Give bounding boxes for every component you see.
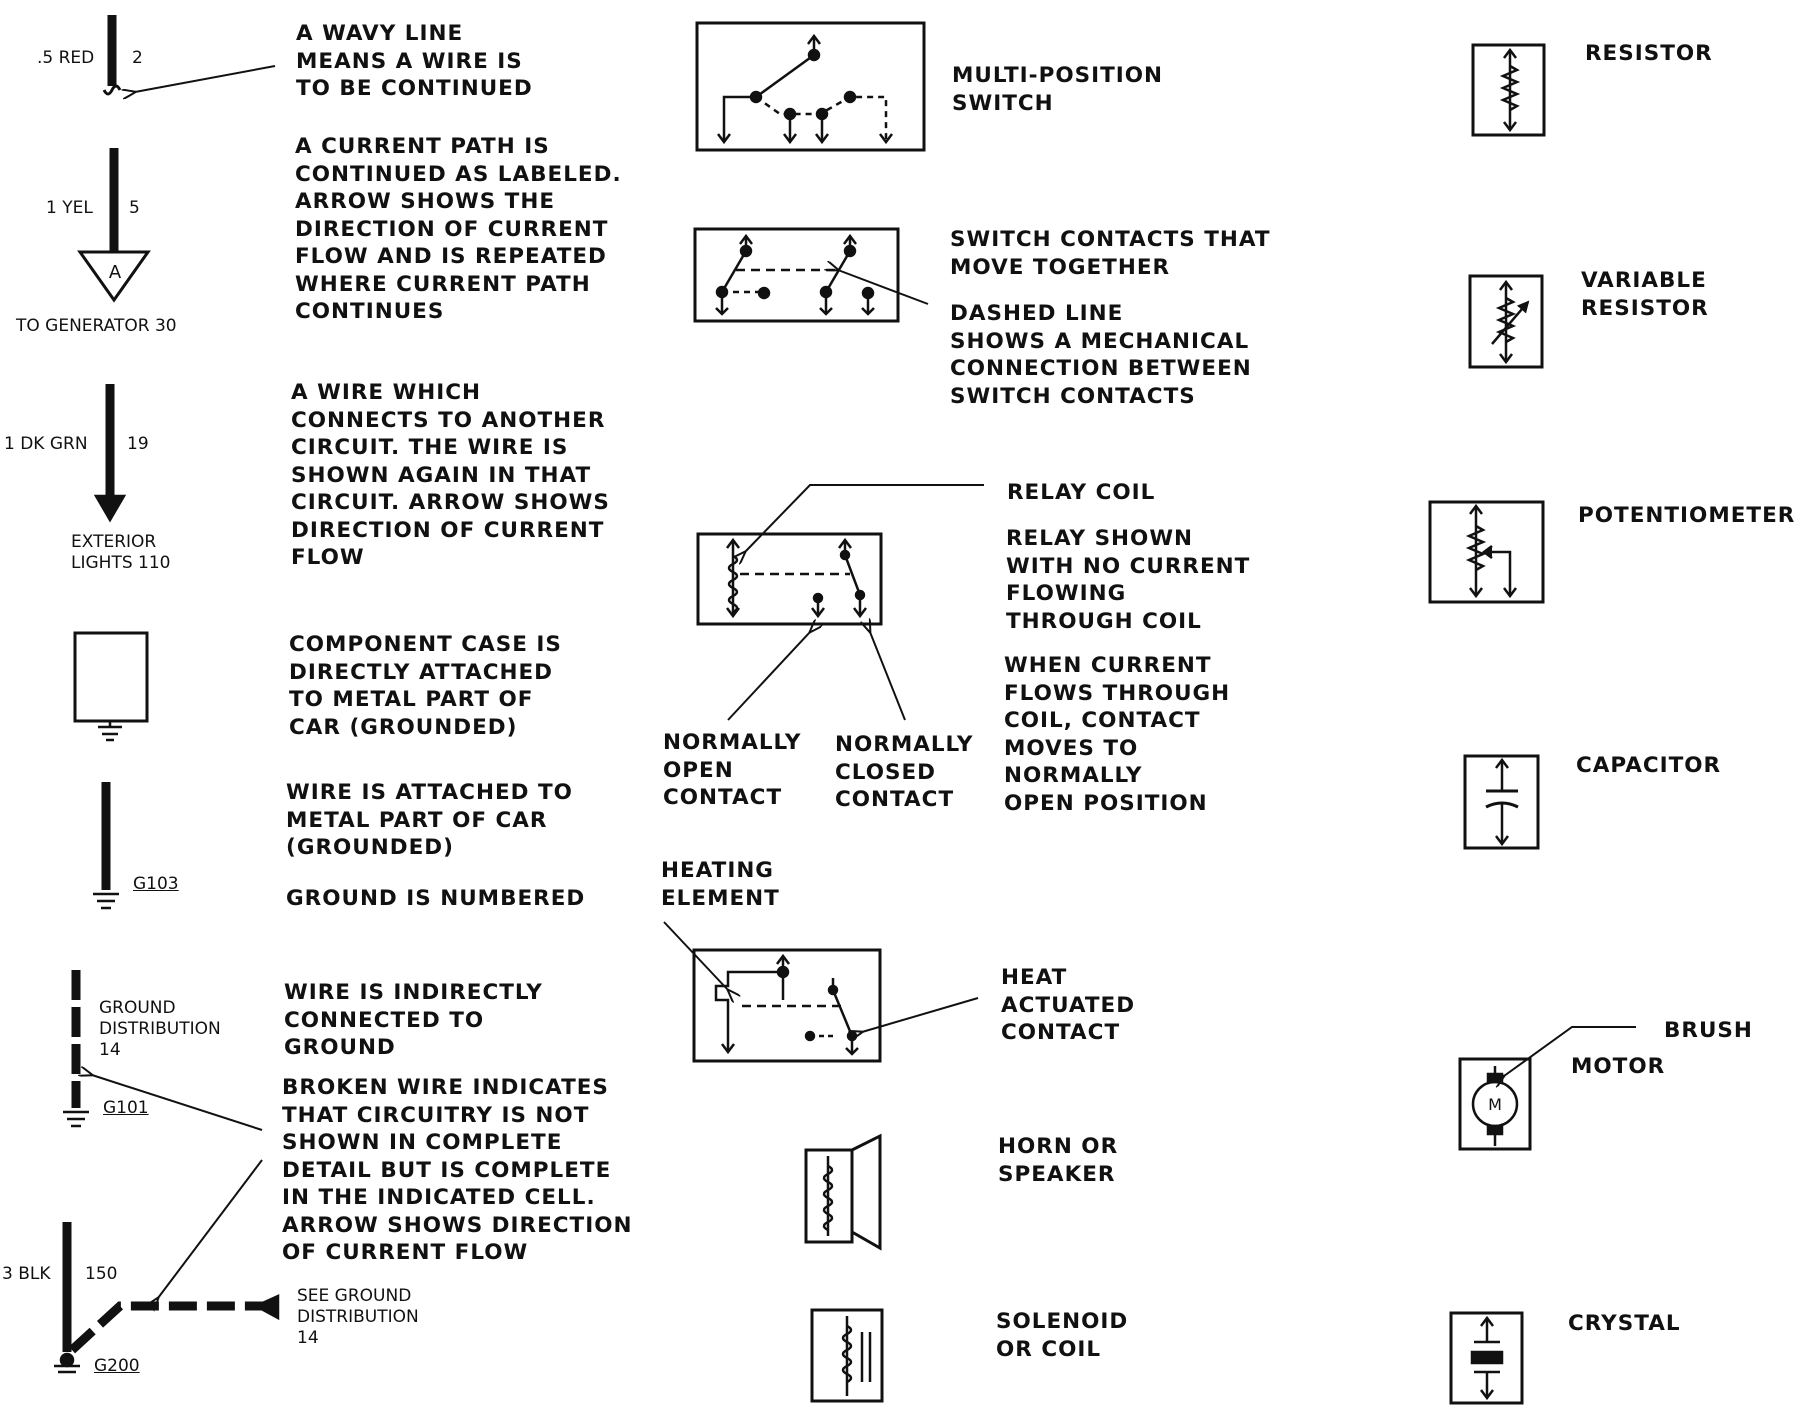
relay-coil-label: RELAY COIL — [1007, 480, 1156, 505]
ground-number-g103: G103 — [133, 874, 179, 894]
multi-position-switch-label: MULTI-POSITION SWITCH — [952, 63, 1164, 116]
variable-resistor-symbol — [1468, 274, 1544, 369]
motor-symbol — [1458, 1026, 1636, 1151]
ground-distribution-label: GROUND DISTRIBUTION 14 — [99, 998, 221, 1060]
capacitor-label: CAPACITOR — [1576, 753, 1722, 778]
heat-actuated-contact-label: HEAT ACTUATED CONTACT — [1001, 965, 1136, 1045]
potentiometer-label: POTENTIOMETER — [1578, 503, 1796, 528]
see-ground-distribution: SEE GROUND DISTRIBUTION 14 — [297, 1286, 419, 1348]
ground-number-g200: G200 — [94, 1356, 140, 1376]
case-ground-description: COMPONENT CASE IS DIRECTLY ATTACHED TO M… — [289, 632, 562, 740]
switch-contacts-together-label: SWITCH CONTACTS THAT MOVE TOGETHER — [950, 227, 1271, 280]
relay-symbol — [696, 484, 984, 721]
crystal-symbol — [1449, 1311, 1524, 1405]
continued-wire-circuit: 5 — [129, 198, 140, 218]
capacitor-symbol — [1463, 754, 1540, 850]
when-current-flows-label: WHEN CURRENT FLOWS THROUGH COIL, CONTACT… — [1004, 653, 1231, 816]
case-ground-symbol — [73, 631, 149, 742]
connecting-wire-color: 1 DK GRN — [4, 434, 88, 454]
wavy-wire-symbol — [102, 15, 276, 94]
horn-speaker-symbol — [804, 1133, 882, 1251]
wire-ground-description: WIRE IS ATTACHED TO METAL PART OF CAR (G… — [286, 780, 573, 860]
connecting-wire-circuit: 19 — [127, 434, 149, 454]
variable-resistor-label: VARIABLE RESISTOR — [1581, 268, 1709, 321]
potentiometer-symbol — [1428, 500, 1545, 604]
broken-wire-circuit: 150 — [85, 1264, 118, 1284]
wavy-line-description: A WAVY LINE MEANS A WIRE IS TO BE CONTIN… — [296, 21, 533, 101]
solenoid-coil-symbol — [810, 1308, 884, 1403]
wavy-wire-color: .5 RED — [37, 48, 95, 68]
resistor-symbol — [1471, 43, 1546, 137]
normally-open-contact-label: NORMALLY OPEN CONTACT — [663, 730, 802, 810]
dashed-line-label: DASHED LINE SHOWS A MECHANICAL CONNECTIO… — [950, 301, 1252, 409]
wire-ground-symbol — [93, 782, 119, 910]
wavy-wire-circuit: 2 — [132, 48, 143, 68]
relay-shown-label: RELAY SHOWN WITH NO CURRENT FLOWING THRO… — [1006, 526, 1251, 634]
broken-wire-symbol — [54, 1159, 280, 1374]
ground-number-g101: G101 — [103, 1098, 149, 1118]
resistor-label: RESISTOR — [1585, 41, 1713, 66]
normally-closed-contact-label: NORMALLY CLOSED CONTACT — [835, 732, 974, 812]
indirect-ground-description: WIRE IS INDIRECTLY CONNECTED TO GROUND — [284, 980, 543, 1060]
continued-path-description: A CURRENT PATH IS CONTINUED AS LABELED. … — [295, 134, 622, 324]
ganged-switch-symbol — [693, 227, 929, 323]
solenoid-coil-label: SOLENOID OR COIL — [996, 1309, 1129, 1362]
broken-wire-color: 3 BLK — [2, 1264, 51, 1284]
connecting-wire-destination: EXTERIOR LIGHTS 110 — [71, 532, 171, 573]
ground-numbered-note: GROUND IS NUMBERED — [286, 886, 586, 911]
continued-path-symbol — [77, 148, 151, 303]
connecting-wire-description: A WIRE WHICH CONNECTS TO ANOTHER CIRCUIT… — [291, 380, 610, 570]
continued-destination: TO GENERATOR 30 — [16, 316, 177, 336]
continued-path-letter: A — [109, 262, 122, 283]
multi-position-switch-symbol — [695, 21, 926, 152]
heat-actuated-switch-symbol — [663, 921, 979, 1063]
indirect-ground-symbol — [63, 970, 263, 1131]
crystal-label: CRYSTAL — [1568, 1311, 1681, 1336]
heating-element-label: HEATING ELEMENT — [661, 858, 780, 911]
motor-label: MOTOR — [1571, 1054, 1666, 1079]
motor-letter: M — [1488, 1095, 1502, 1114]
brush-label: BRUSH — [1664, 1018, 1753, 1043]
continued-wire-color: 1 YEL — [46, 198, 93, 218]
broken-wire-description: BROKEN WIRE INDICATES THAT CIRCUITRY IS … — [282, 1075, 633, 1265]
connected-wire-symbol — [93, 384, 127, 523]
horn-speaker-label: HORN OR SPEAKER — [998, 1134, 1119, 1187]
